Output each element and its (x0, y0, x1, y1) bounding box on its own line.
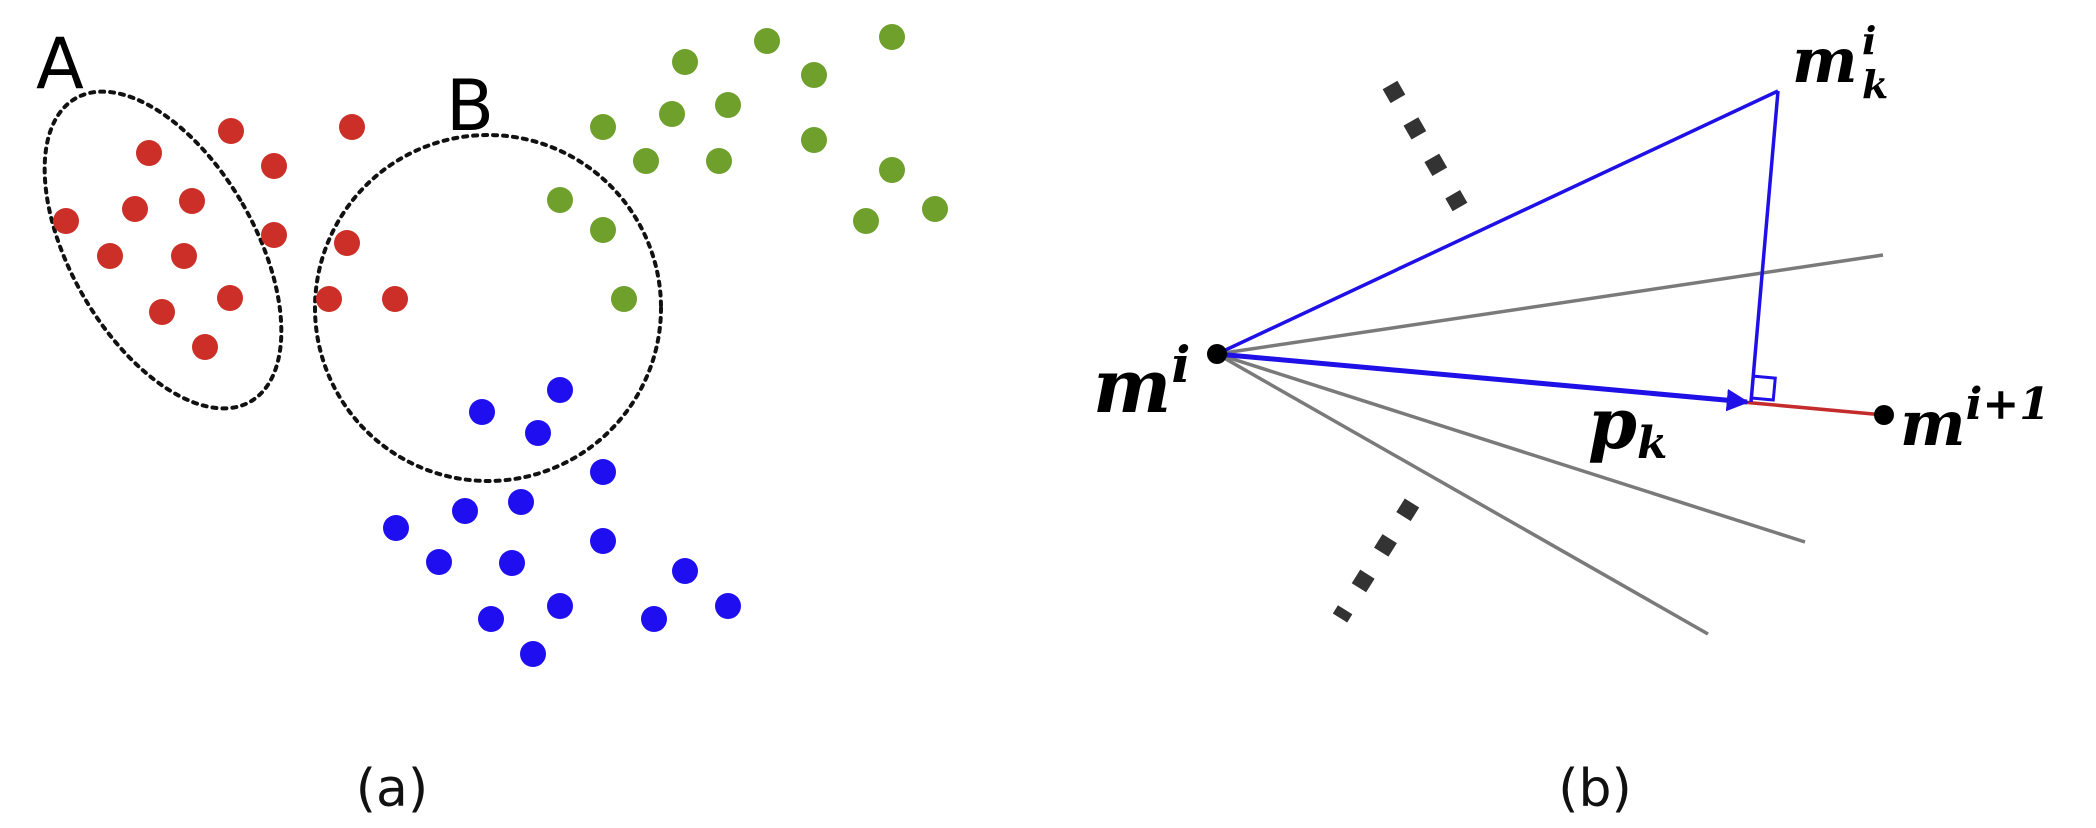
projection-arrow (1216, 351, 1750, 412)
red-point (382, 286, 408, 312)
red-point (316, 286, 342, 312)
blue-point (641, 606, 667, 632)
ellipsis-top (1382, 80, 1468, 212)
blue-point (590, 459, 616, 485)
panel-a-caption: (a) (356, 759, 428, 819)
right-angle-marker (1749, 374, 1777, 402)
green-point (801, 62, 827, 88)
green-point (659, 101, 685, 127)
label-mi1-sup: i+1 (1966, 379, 2050, 430)
label-mi1-base: m (1900, 387, 1966, 460)
blue-point (508, 489, 534, 515)
label-pk: pk (1588, 382, 1667, 469)
label-pk-sub: k (1637, 418, 1668, 469)
red-point (218, 118, 244, 144)
perpendicular-drop (1749, 90, 1780, 403)
green-point (879, 24, 905, 50)
green-point (801, 127, 827, 153)
ellipsis-bottom (1332, 498, 1420, 623)
label-mi-base: m (1093, 344, 1171, 430)
green-point (611, 286, 637, 312)
red-point (217, 285, 243, 311)
red-point (171, 243, 197, 269)
blue-point (520, 641, 546, 667)
red-point (192, 334, 218, 360)
ray-upper (1216, 253, 1884, 356)
blue-point (715, 593, 741, 619)
green-point (879, 157, 905, 183)
red-point (97, 243, 123, 269)
red-points (53, 114, 408, 360)
blue-points (383, 377, 741, 667)
label-mi1: mi+1 (1900, 379, 2050, 460)
green-points (547, 24, 948, 312)
point-mi1 (1874, 405, 1894, 425)
panel-b-caption: (b) (1558, 759, 1632, 819)
green-point (706, 148, 732, 174)
blue-point (672, 558, 698, 584)
green-point (590, 114, 616, 140)
green-point (633, 148, 659, 174)
blue-point (525, 420, 551, 446)
label-mi-sup: i (1171, 335, 1190, 394)
panel-a: A B (36, 23, 948, 819)
blue-point (426, 549, 452, 575)
blue-point (547, 593, 573, 619)
group-label-a: A (36, 23, 84, 105)
blue-point (452, 498, 478, 524)
vector-to-mik (1216, 89, 1779, 356)
blue-point (469, 399, 495, 425)
blue-point (547, 377, 573, 403)
label-pk-base: p (1588, 382, 1637, 465)
red-point (136, 140, 162, 166)
ray-lower (1216, 352, 1709, 636)
green-point (715, 92, 741, 118)
red-point (53, 208, 79, 234)
label-mik-base: m (1792, 24, 1858, 97)
green-point (754, 28, 780, 54)
red-point (334, 230, 360, 256)
label-mik-sup: i (1862, 18, 1876, 63)
green-point (922, 196, 948, 222)
group-label-b: B (446, 65, 494, 147)
red-point (149, 299, 175, 325)
red-point (122, 196, 148, 222)
green-point (590, 217, 616, 243)
blue-point (478, 606, 504, 632)
label-mi: mi (1093, 335, 1190, 430)
blue-point (383, 515, 409, 541)
ray-mid (1216, 352, 1806, 544)
green-point (672, 49, 698, 75)
blue-point (590, 528, 616, 554)
label-mik-sub: k (1862, 62, 1888, 107)
green-point (853, 208, 879, 234)
red-point (261, 153, 287, 179)
red-point (339, 114, 365, 140)
cluster-a-boundary (42, 89, 284, 411)
red-point (179, 188, 205, 214)
blue-point (499, 550, 525, 576)
green-point (547, 187, 573, 213)
point-mi (1207, 344, 1227, 364)
cluster-b-boundary (313, 133, 663, 483)
red-point (261, 222, 287, 248)
